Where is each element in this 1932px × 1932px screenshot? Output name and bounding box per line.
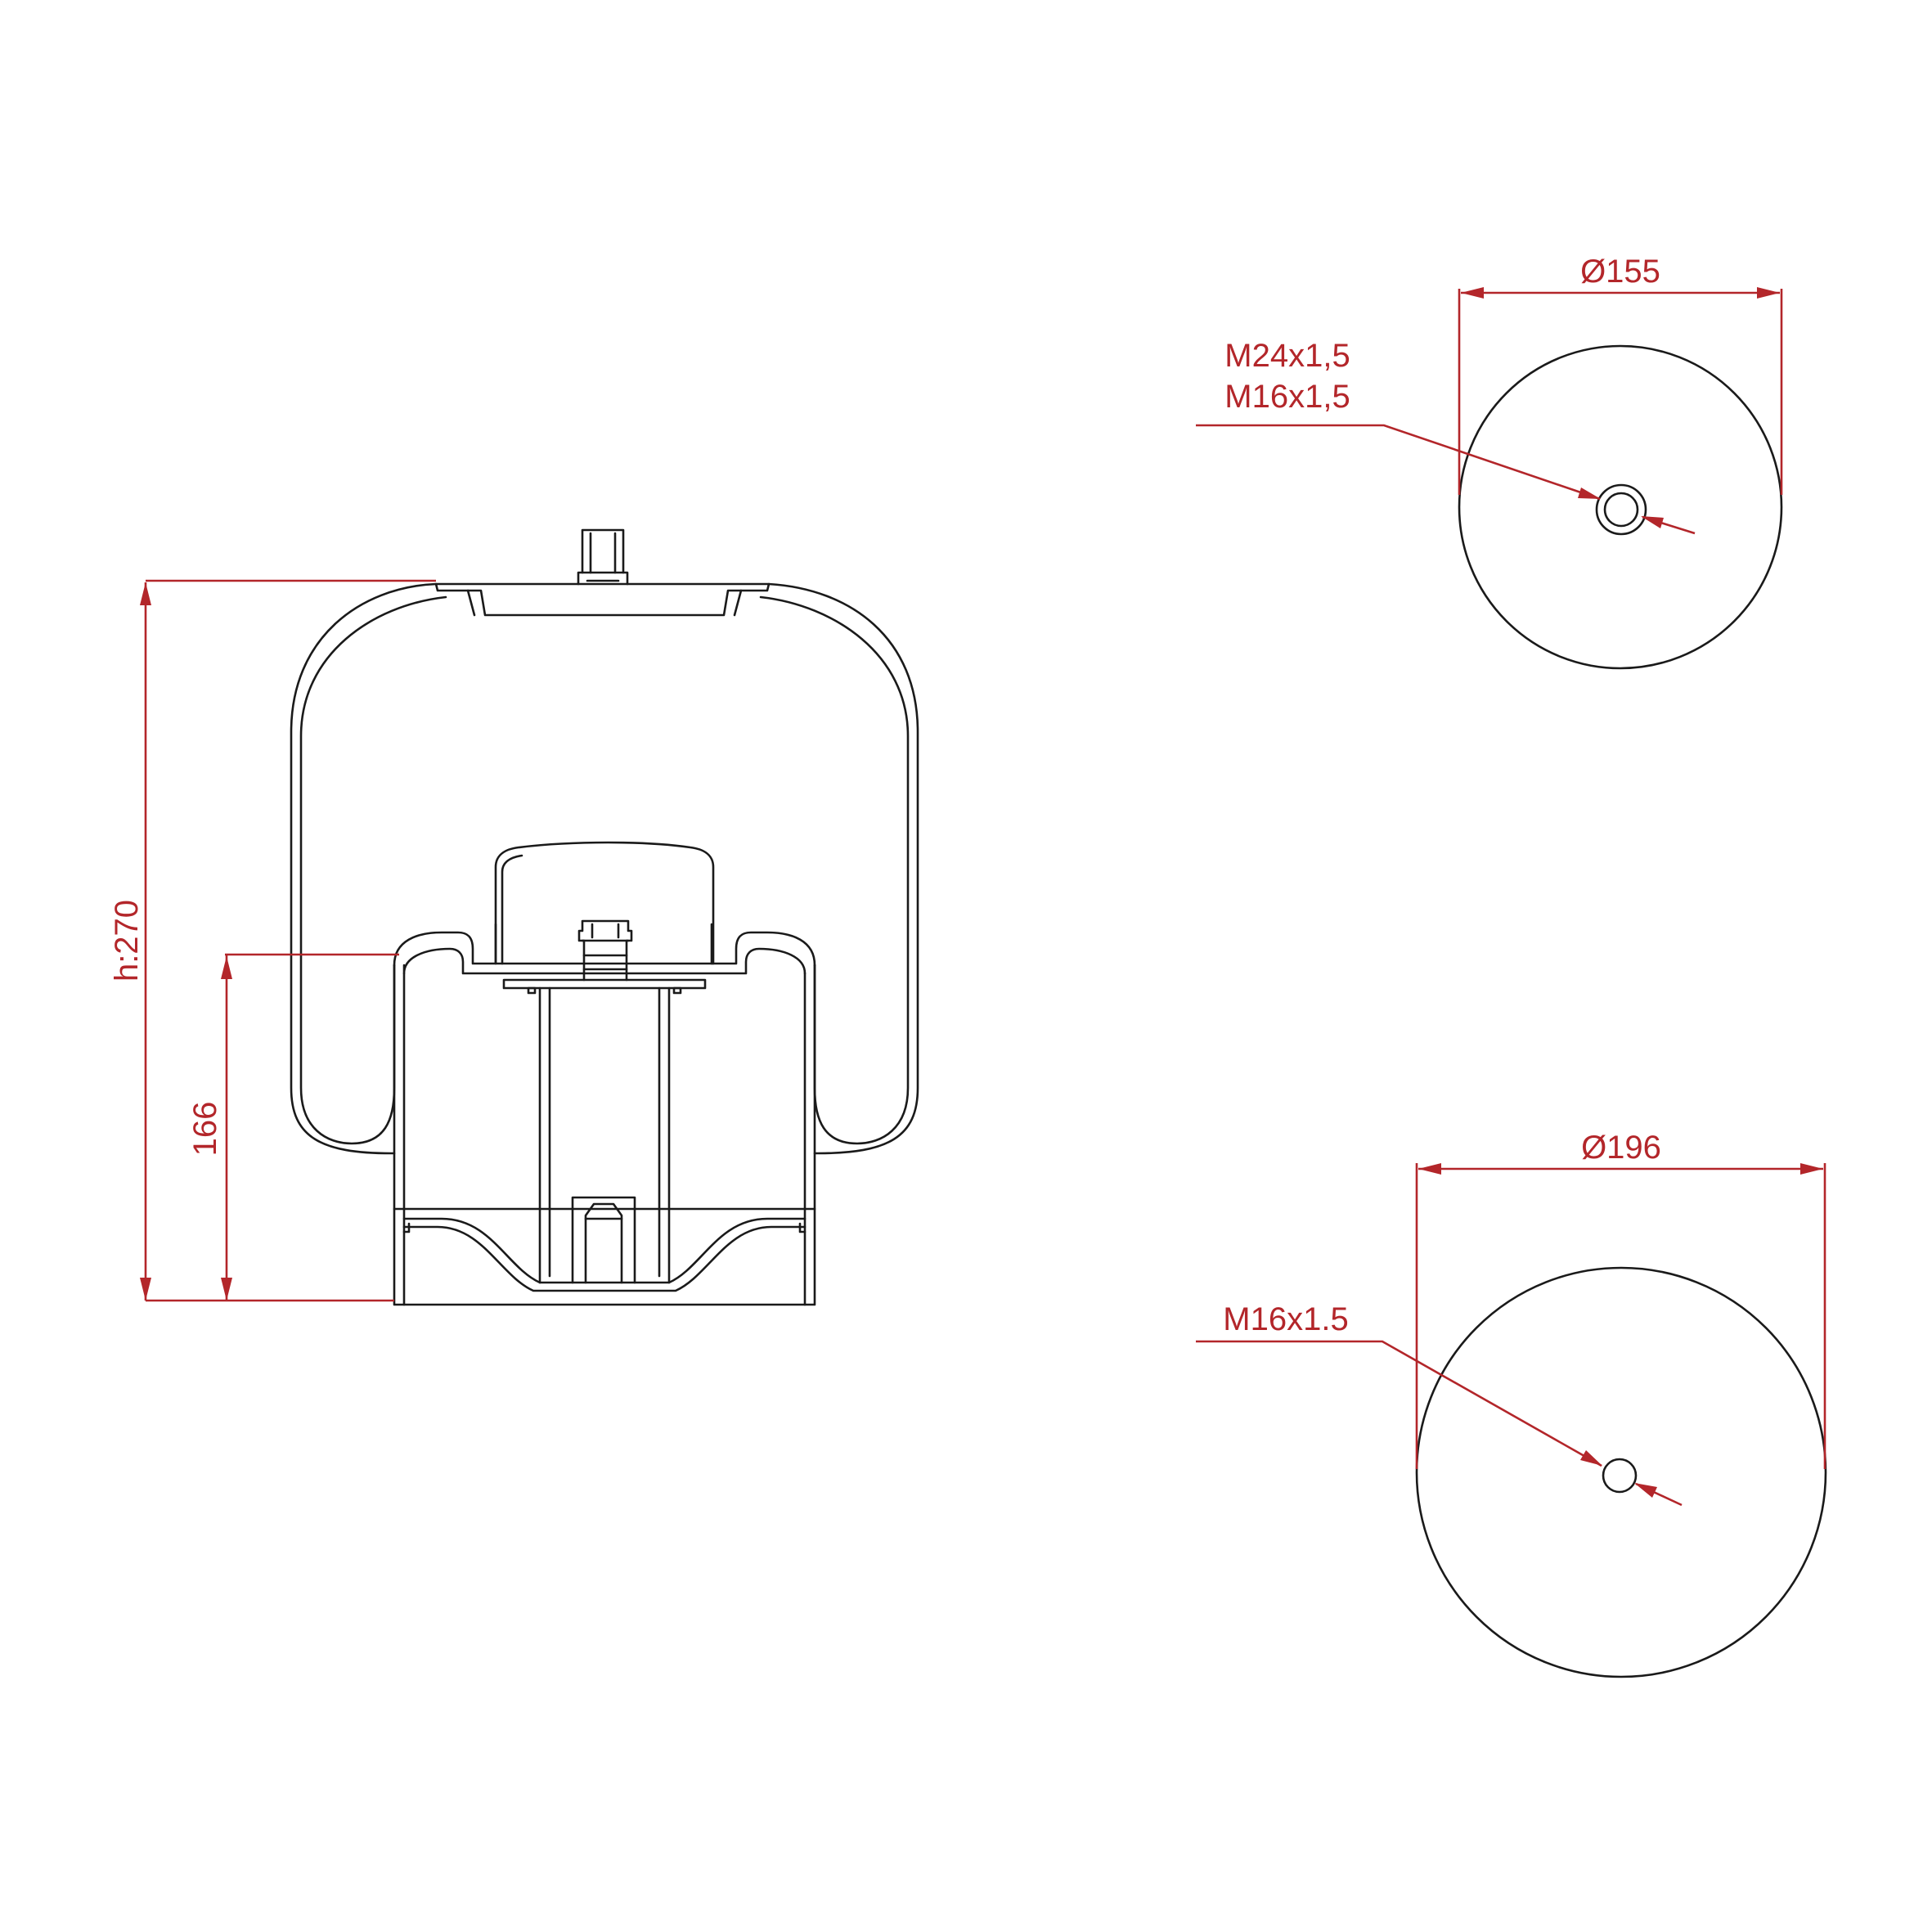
- top-view: [1458, 344, 1783, 670]
- center-stud: [577, 919, 633, 982]
- bottom-thread-leader: [1196, 1340, 1602, 1467]
- top-plate: [434, 582, 771, 617]
- top-view-dimensions: Ø155 M24x1,5 M16x1,5: [1196, 254, 1783, 535]
- bottom-piston-circle: [1415, 1266, 1827, 1678]
- top-thread-label-2: M16x1,5: [1224, 379, 1350, 415]
- piston-height-label: 166: [187, 1102, 223, 1157]
- piston-rim: [393, 923, 497, 967]
- bottom-stud-circle: [1602, 1458, 1638, 1494]
- top-stud-inner-circle: [1603, 492, 1639, 528]
- top-diameter-label: Ø155: [1580, 254, 1660, 290]
- piston-dish: [402, 1217, 806, 1284]
- height-arrow-bottom: [140, 1278, 151, 1301]
- side-view-dimensions: h:270 166: [109, 579, 436, 1302]
- piston-height-arrow-bottom: [221, 1278, 232, 1301]
- bellow-inner: [299, 595, 447, 1145]
- bellow-outer: [290, 582, 438, 1155]
- bottom-thread-label: M16x1.5: [1223, 1301, 1348, 1337]
- top-stud: [577, 528, 629, 586]
- side-view: [290, 528, 919, 1306]
- bottom-diameter-label: Ø196: [1581, 1130, 1661, 1166]
- piston-height-arrow-top: [221, 956, 232, 979]
- bottom-view: [1415, 1266, 1827, 1678]
- height-label: h:270: [109, 900, 145, 982]
- top-thread-label-1: M24x1,5: [1224, 338, 1350, 374]
- bottom-nut: [571, 1196, 636, 1284]
- bottom-view-dimensions: Ø196 M16x1.5: [1196, 1130, 1826, 1507]
- top-plate-circle: [1458, 344, 1783, 670]
- bump-stop: [494, 841, 715, 965]
- top-stud-outer-circle: [1595, 483, 1647, 536]
- piston-body: [393, 964, 816, 1306]
- height-arrow-top: [140, 582, 151, 605]
- top-thread-leader: [1196, 424, 1601, 501]
